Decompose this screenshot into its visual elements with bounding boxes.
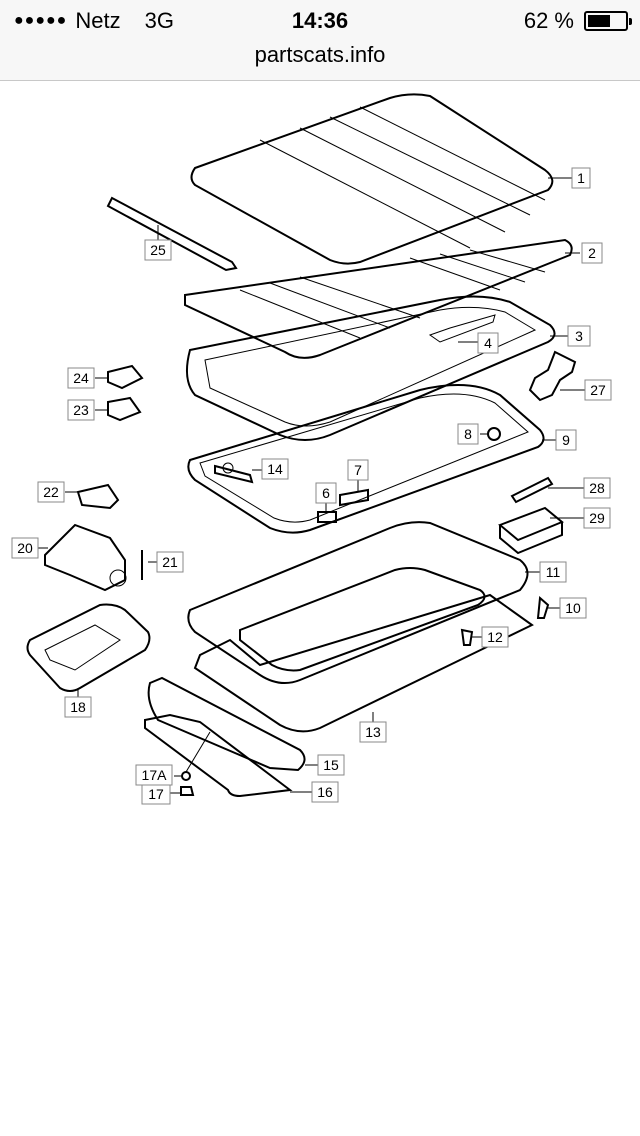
callout-14: 14	[261, 458, 289, 480]
svg-text:13: 13	[365, 724, 381, 740]
part-22-gasket	[65, 483, 120, 510]
callout-15: 15	[317, 754, 345, 776]
svg-text:11: 11	[546, 564, 561, 580]
callout-8: 8	[457, 423, 479, 445]
svg-text:21: 21	[162, 554, 178, 570]
svg-text:1: 1	[577, 170, 585, 186]
svg-text:28: 28	[589, 480, 605, 496]
svg-text:3: 3	[575, 328, 583, 344]
callout-20: 20	[11, 537, 39, 559]
svg-text:8: 8	[464, 426, 472, 442]
part-12-bolt	[460, 628, 482, 646]
signal-strength-icon: ●●●●●	[14, 12, 68, 29]
callout-11: 11	[539, 561, 567, 583]
part-10-bolt	[536, 595, 560, 619]
callout-24: 24	[67, 367, 95, 389]
battery-percent: 62 %	[523, 8, 574, 33]
part-25-strip	[106, 196, 238, 272]
part-20-motor	[38, 523, 127, 592]
svg-text:27: 27	[590, 382, 606, 398]
part-24-clip	[95, 364, 144, 390]
part-13-seal	[193, 593, 534, 733]
part-17-nut	[170, 731, 211, 796]
battery-nub	[629, 18, 632, 25]
callout-25: 25	[144, 239, 172, 261]
svg-text:9: 9	[562, 432, 570, 448]
part-18-housing	[26, 603, 151, 697]
callout-13: 13	[359, 721, 387, 743]
callout-16: 16	[311, 781, 339, 803]
callout-6: 6	[315, 482, 337, 504]
svg-text:10: 10	[565, 600, 581, 616]
part-27-bracket	[528, 350, 585, 402]
svg-text:2: 2	[588, 245, 596, 261]
svg-text:17: 17	[148, 786, 164, 802]
parts-diagram: 1 2 3 4 6 7 8 9 10 11 12 13 14 15 16 17 …	[11, 93, 612, 805]
network-type: 3G	[144, 8, 174, 33]
callout-9: 9	[555, 429, 577, 451]
svg-text:7: 7	[354, 462, 362, 478]
callout-27: 27	[584, 379, 612, 401]
part-29-box	[498, 506, 584, 555]
part-15-deflector	[147, 676, 318, 772]
svg-text:29: 29	[589, 510, 605, 526]
svg-text:12: 12	[487, 629, 503, 645]
svg-text:17A: 17A	[142, 767, 168, 783]
callout-1: 1	[571, 167, 591, 189]
svg-text:18: 18	[70, 699, 86, 715]
callout-21: 21	[156, 551, 184, 573]
callout-23: 23	[67, 399, 95, 421]
status-right: 62 %	[523, 8, 632, 34]
part-2-sunshade	[184, 238, 580, 359]
callout-17a: 17A	[135, 764, 173, 786]
svg-text:22: 22	[43, 484, 59, 500]
callout-3: 3	[567, 325, 591, 347]
svg-text:4: 4	[484, 335, 492, 351]
callout-22: 22	[37, 481, 65, 503]
part-16-trim	[144, 713, 312, 798]
status-left: ●●●●● Netz 3G	[14, 8, 174, 34]
svg-text:25: 25	[150, 242, 166, 258]
svg-text:24: 24	[73, 370, 89, 386]
callout-29: 29	[583, 507, 611, 529]
callout-28: 28	[583, 477, 611, 499]
part-21-screw	[141, 550, 157, 580]
callout-12: 12	[481, 626, 509, 648]
svg-text:16: 16	[317, 784, 333, 800]
svg-text:14: 14	[267, 461, 283, 477]
battery-icon	[584, 11, 632, 31]
part-6-clip	[317, 503, 337, 523]
callout-4: 4	[477, 332, 499, 354]
part-14-holder	[214, 462, 262, 484]
callout-17: 17	[141, 783, 171, 805]
svg-text:6: 6	[322, 485, 330, 501]
part-11-outer-frame	[187, 521, 540, 685]
battery-fill	[588, 15, 610, 27]
callout-2: 2	[581, 242, 603, 264]
callout-10: 10	[559, 597, 587, 619]
callout-18: 18	[64, 696, 92, 718]
svg-text:15: 15	[323, 757, 339, 773]
part-23-clip	[95, 396, 142, 422]
url-text[interactable]: partscats.info	[254, 42, 386, 67]
part-9-frame	[187, 384, 556, 534]
callout-7: 7	[347, 459, 369, 481]
address-bar[interactable]: partscats.info	[0, 36, 640, 81]
part-7-clip	[339, 480, 369, 507]
carrier-name: Netz	[75, 8, 121, 33]
svg-text:20: 20	[17, 540, 33, 556]
part-3-frame	[185, 295, 568, 441]
part-28-tube	[510, 476, 584, 504]
svg-text:23: 23	[73, 402, 89, 418]
part-1-glass-panel	[190, 93, 572, 265]
